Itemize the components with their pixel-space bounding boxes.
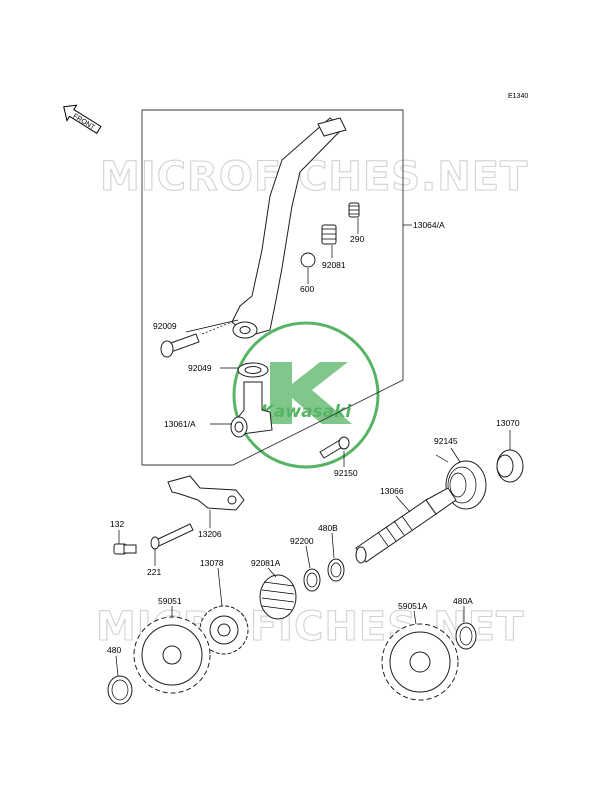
label-13078: 13078 xyxy=(200,558,224,568)
collar-92049 xyxy=(237,362,269,378)
front-arrow-icon: FRONT xyxy=(63,104,102,134)
circlip-480a xyxy=(455,622,477,650)
bolt-132 xyxy=(113,543,137,555)
collar-13070 xyxy=(496,449,524,483)
label-13070: 13070 xyxy=(496,418,520,428)
label-92081: 92081 xyxy=(322,260,346,270)
kick-shaft-boss-13061a xyxy=(230,381,273,438)
label-290: 290 xyxy=(350,234,364,244)
spring-92081 xyxy=(321,224,337,245)
guide-13206 xyxy=(167,475,245,511)
circlip-480 xyxy=(107,675,133,705)
label-92200: 92200 xyxy=(290,536,314,546)
label-92009: 92009 xyxy=(153,321,177,331)
gear-59051 xyxy=(133,616,211,694)
label-59051a: 59051A xyxy=(398,601,428,611)
label-92145: 92145 xyxy=(434,436,458,446)
label-13064a: 13064/A xyxy=(413,220,445,230)
label-13206: 13206 xyxy=(198,529,222,539)
leader-lines xyxy=(115,218,511,677)
spring-92081a xyxy=(259,574,297,620)
gear-59051a xyxy=(381,623,459,701)
kick-pedal-lever xyxy=(231,117,347,339)
bolt-92009 xyxy=(160,321,233,358)
label-480: 480 xyxy=(107,645,121,655)
label-13061a: 13061/A xyxy=(164,419,196,429)
label-132: 132 xyxy=(110,519,124,529)
washer-92200 xyxy=(303,568,321,592)
label-92049: 92049 xyxy=(188,363,212,373)
diagram-code: E1340 xyxy=(508,93,528,100)
label-480a: 480A xyxy=(453,596,473,606)
spring-92145 xyxy=(435,454,487,510)
label-221: 221 xyxy=(147,567,161,577)
spring-290 xyxy=(348,202,360,218)
bolt-221 xyxy=(150,523,194,550)
label-92150: 92150 xyxy=(334,468,358,478)
label-480b: 480B xyxy=(318,523,338,533)
label-92081a: 92081A xyxy=(251,558,281,568)
label-600: 600 xyxy=(300,284,314,294)
watermark-top: MICROFICHES.NET xyxy=(100,154,528,200)
ball-600 xyxy=(300,252,316,268)
kick-shaft-13066 xyxy=(355,487,457,564)
bolt-92150 xyxy=(319,436,350,459)
label-59051: 59051 xyxy=(158,596,182,606)
circlip-480b xyxy=(327,558,345,582)
label-13066: 13066 xyxy=(380,486,404,496)
ratchet-gear-13078 xyxy=(199,605,249,655)
assembly-frame xyxy=(141,109,404,466)
